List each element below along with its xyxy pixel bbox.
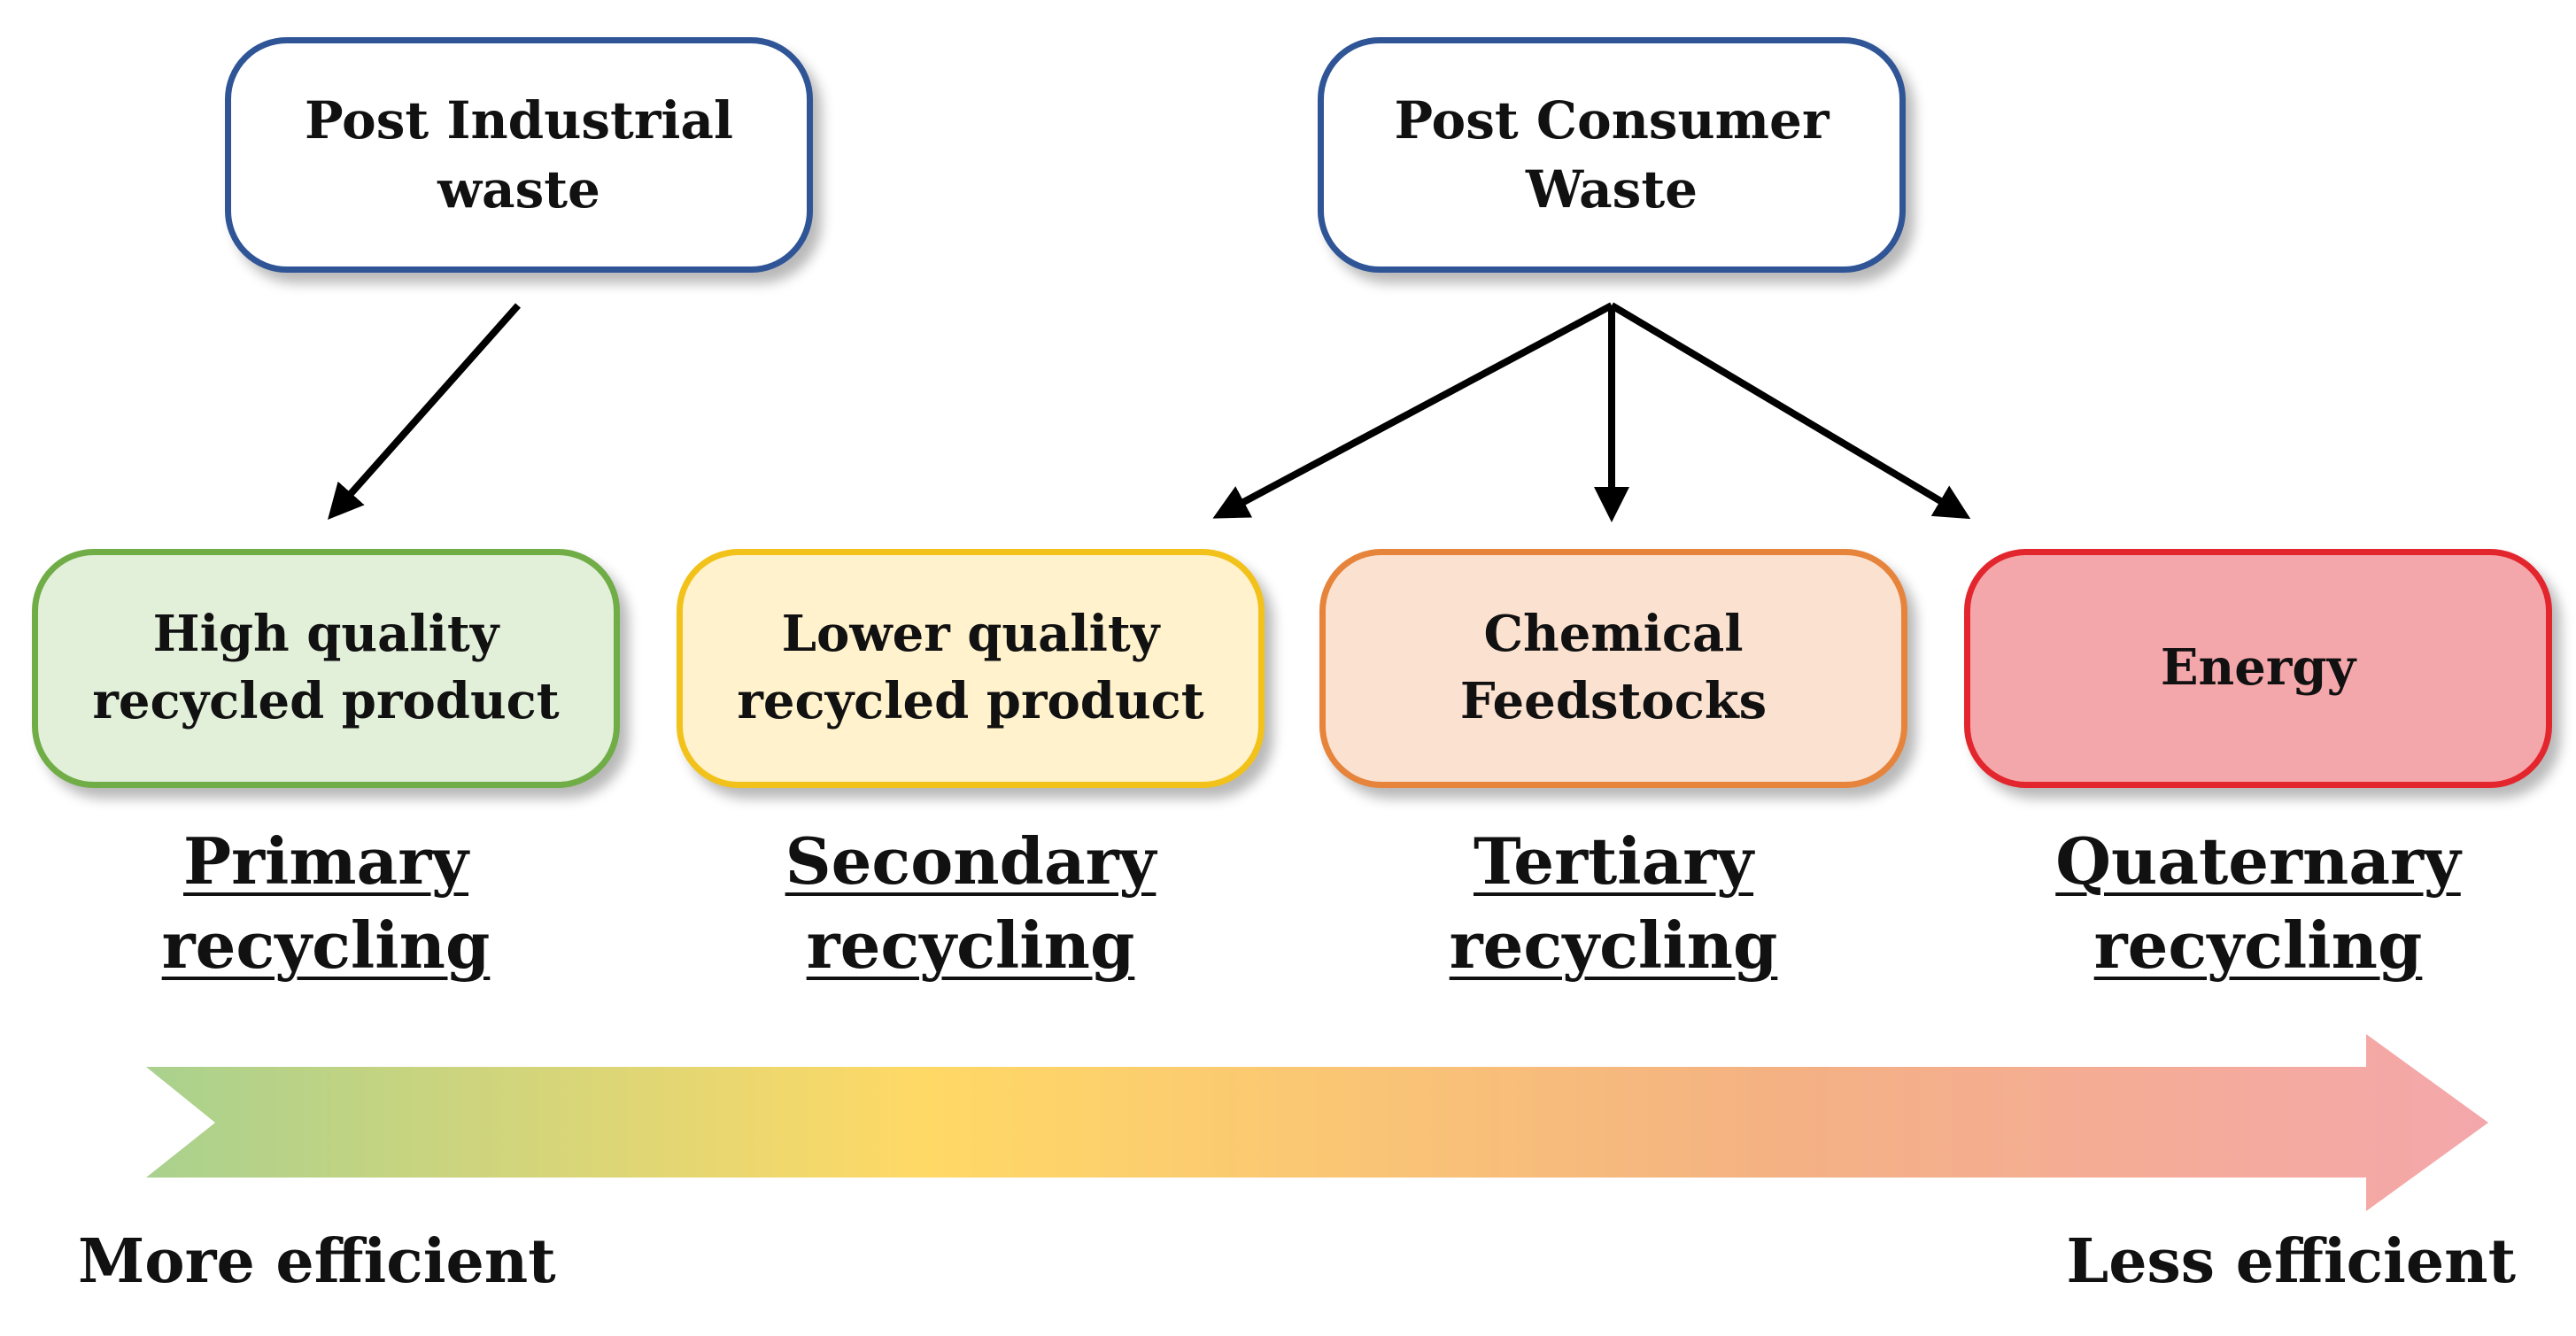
primary-recycling-label: Primary recycling bbox=[32, 819, 620, 987]
secondary-suffix: recycling bbox=[806, 907, 1135, 984]
energy-box: Energy bbox=[1964, 549, 2552, 788]
tertiary-suffix: recycling bbox=[1449, 907, 1778, 984]
energy-label: Energy bbox=[2160, 638, 2356, 698]
chemical-feedstocks-box: Chemical Feedstocks bbox=[1319, 549, 1907, 788]
primary-word: Primary bbox=[182, 823, 469, 899]
tertiary-recycling-label: Tertiary recycling bbox=[1319, 819, 1907, 987]
arrow-consumer-to-quaternary bbox=[1609, 302, 1971, 520]
quaternary-recycling-label: Quaternary recycling bbox=[1964, 819, 2552, 987]
secondary-recycling-label: Secondary recycling bbox=[677, 819, 1265, 987]
lower-quality-product-line1: Lower quality bbox=[781, 605, 1160, 664]
arrow-industrial-to-primary bbox=[328, 303, 521, 520]
high-quality-product-line1: High quality bbox=[152, 605, 499, 664]
lower-quality-product-line2: recycled product bbox=[737, 672, 1204, 730]
tertiary-word: Tertiary bbox=[1473, 823, 1754, 899]
post-industrial-waste-label: Post Industrial waste bbox=[304, 89, 734, 220]
post-consumer-waste-label: Post Consumer Waste bbox=[1394, 89, 1830, 220]
post-consumer-waste-box: Post Consumer Waste bbox=[1318, 37, 1906, 273]
post-industrial-waste-box: Post Industrial waste bbox=[225, 37, 813, 273]
chemical-feedstocks-label: Chemical Feedstocks bbox=[1459, 605, 1768, 730]
secondary-word: Secondary bbox=[785, 823, 1156, 899]
more-efficient-label: More efficient bbox=[78, 1226, 556, 1297]
quaternary-suffix: recycling bbox=[2093, 907, 2423, 984]
efficiency-gradient-arrow bbox=[146, 1034, 2488, 1211]
high-quality-product-line2: recycled product bbox=[92, 672, 560, 730]
lower-quality-product-box: Lower quality recycled product bbox=[677, 549, 1265, 788]
quaternary-word: Quaternary bbox=[2055, 823, 2461, 899]
less-efficient-label: Less efficient bbox=[2066, 1226, 2516, 1297]
arrow-consumer-to-secondary bbox=[1212, 302, 1613, 519]
primary-suffix: recycling bbox=[161, 907, 491, 984]
high-quality-product-box: High quality recycled product bbox=[32, 549, 620, 788]
